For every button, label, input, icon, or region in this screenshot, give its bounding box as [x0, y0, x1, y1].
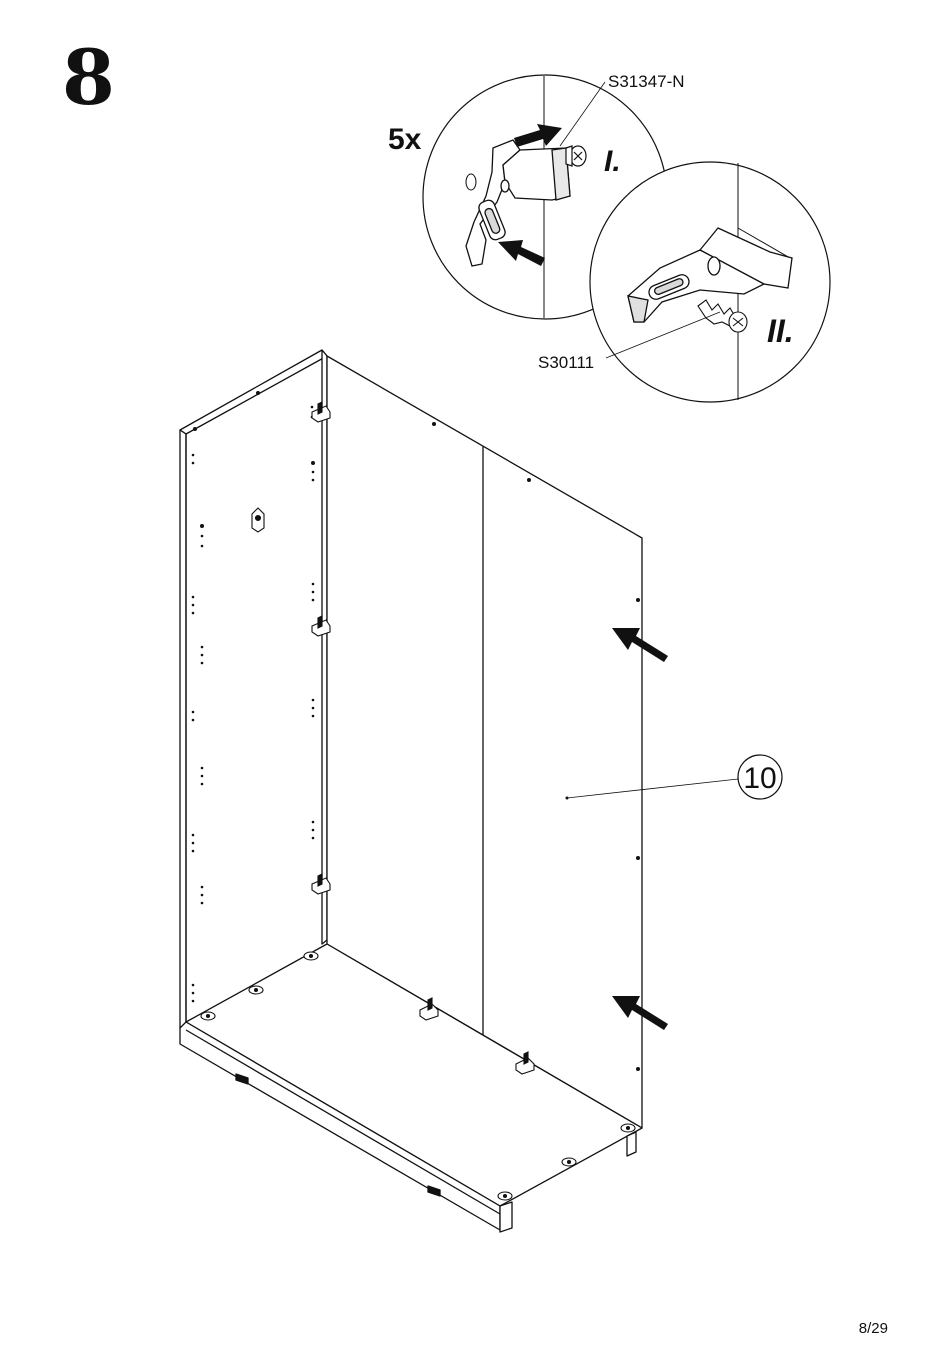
part-callout-number: 10	[743, 762, 776, 795]
quantity-label: 5x	[388, 123, 422, 156]
wardrobe-carcass	[180, 350, 642, 1232]
screw-icon	[566, 146, 586, 166]
wall-bracket-icon	[252, 508, 264, 532]
detail-circle-stage-two	[590, 162, 830, 402]
bracket-part-number: S31347-N	[608, 72, 685, 91]
stage-two-label: II.	[767, 313, 794, 349]
step-number: 8	[62, 33, 115, 122]
screw-part-number: S30111	[538, 353, 594, 372]
stage-one-label: I.	[604, 145, 621, 178]
page-number: 8/29	[859, 1320, 888, 1337]
